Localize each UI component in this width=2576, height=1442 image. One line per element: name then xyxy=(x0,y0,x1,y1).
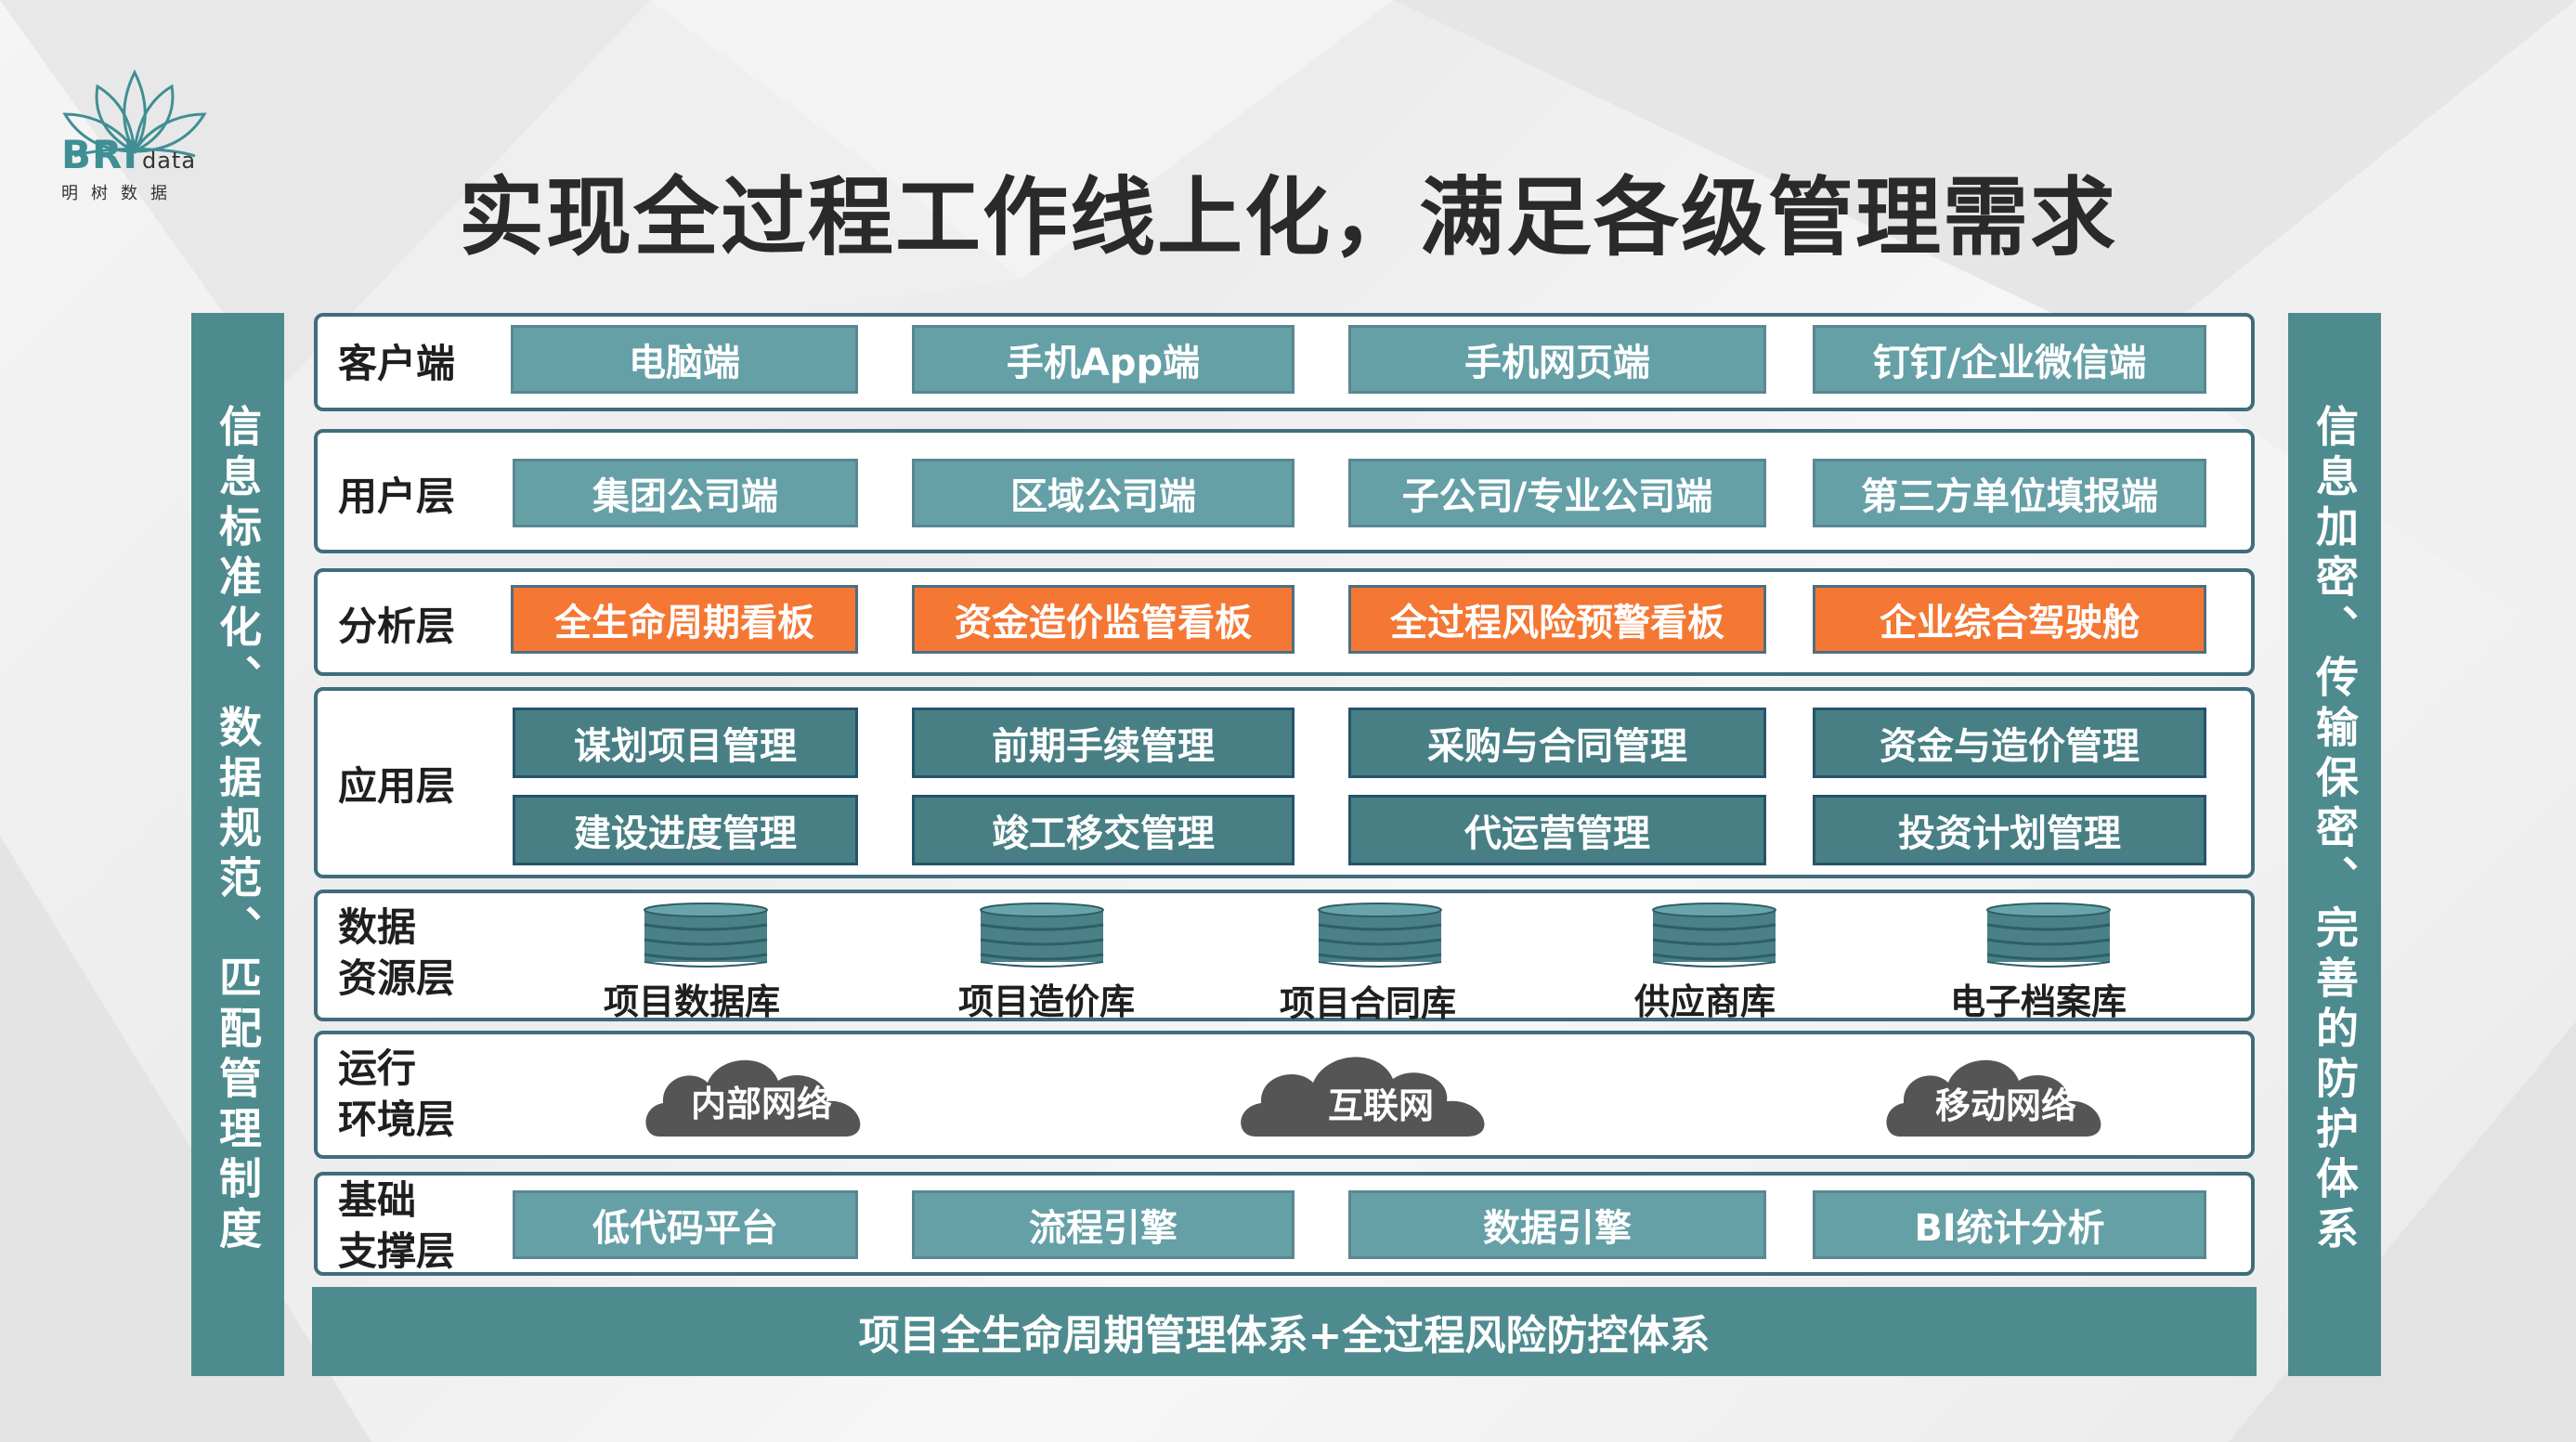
layer-application-label: 应用层 xyxy=(338,763,456,809)
layer-base-label-line1: 基础 xyxy=(338,1177,417,1223)
user-box-1: 集团公司端 xyxy=(513,459,858,527)
analysis-box-2: 资金造价监管看板 xyxy=(912,585,1295,654)
logo-suffix: data xyxy=(141,148,197,174)
application-box-5: 建设进度管理 xyxy=(513,795,858,865)
client-box-1: 电脑端 xyxy=(511,325,858,394)
layer-user-label: 用户层 xyxy=(338,474,456,519)
layer-runtime-label-line1: 运行 xyxy=(338,1046,417,1091)
runtime-label-3: 移动网络 xyxy=(1935,1085,2077,1126)
application-box-4: 资金与造价管理 xyxy=(1813,708,2206,778)
left-side-text: 信息标准化、数据规范、匹配管理制度 xyxy=(213,404,263,1256)
client-box-4: 钉钉/企业微信端 xyxy=(1813,325,2206,394)
application-box-1: 谋划项目管理 xyxy=(513,708,858,778)
right-side-text: 信息加密、传输保密、完善的防护体系 xyxy=(2309,404,2360,1256)
base-box-3: 数据引擎 xyxy=(1348,1190,1766,1259)
base-box-4: BI统计分析 xyxy=(1813,1190,2206,1259)
data-label-2: 项目造价库 xyxy=(958,981,1136,1022)
layer-client: 客户端 电脑端 手机App端 手机网页端 钉钉/企业微信端 xyxy=(314,313,2255,411)
user-box-3: 子公司/专业公司端 xyxy=(1348,459,1766,527)
layer-runtime-label-line2: 环境层 xyxy=(338,1096,456,1142)
layer-base-label: 基础 支撑层 xyxy=(338,1176,455,1277)
footer-banner: 项目全生命周期管理体系+全过程风险防控体系 xyxy=(312,1287,2257,1376)
cloud-icon xyxy=(1241,1057,1485,1137)
layer-analysis-label: 分析层 xyxy=(338,604,456,649)
user-box-4: 第三方单位填报端 xyxy=(1813,459,2206,527)
database-icon xyxy=(980,903,1104,968)
analysis-box-1: 全生命周期看板 xyxy=(511,585,858,654)
cloud-icon xyxy=(1886,1059,2101,1137)
analysis-box-4: 企业综合驾驶舱 xyxy=(1813,585,2206,654)
cloud-icon xyxy=(645,1059,861,1137)
runtime-label-1: 内部网络 xyxy=(691,1084,833,1124)
base-box-1: 低代码平台 xyxy=(513,1190,858,1259)
layer-analysis: 分析层 全生命周期看板 资金造价监管看板 全过程风险预警看板 企业综合驾驶舱 xyxy=(314,568,2255,676)
database-icon xyxy=(1318,903,1442,968)
right-side-bar: 信息加密、传输保密、完善的防护体系 xyxy=(2288,313,2381,1376)
layer-client-label: 客户端 xyxy=(338,341,456,386)
layer-runtime-label: 运行 环境层 xyxy=(338,1044,455,1145)
data-label-4: 供应商库 xyxy=(1634,981,1776,1022)
application-box-3: 采购与合同管理 xyxy=(1348,708,1766,778)
left-side-bar: 信息标准化、数据规范、匹配管理制度 xyxy=(191,313,284,1376)
data-label-1: 项目数据库 xyxy=(604,981,781,1022)
client-box-3: 手机网页端 xyxy=(1348,325,1766,394)
database-icon xyxy=(1652,903,1776,968)
application-box-6: 竣工移交管理 xyxy=(912,795,1295,865)
runtime-label-2: 互联网 xyxy=(1328,1085,1435,1126)
page-title: 实现全过程工作线上化，满足各级管理需求 xyxy=(458,168,2117,267)
logo-icon xyxy=(62,69,207,158)
layer-runtime: 运行 环境层 内部网络 互联网 移动网络 xyxy=(314,1031,2255,1159)
layer-data: 数据 资源层 项目数据库 项目造价库 项目合同库 xyxy=(314,890,2255,1024)
layer-user: 用户层 集团公司端 区域公司端 子公司/专业公司端 第三方单位填报端 xyxy=(314,429,2255,553)
analysis-box-3: 全过程风险预警看板 xyxy=(1348,585,1766,654)
logo-subtitle: 明树数据 xyxy=(61,184,180,203)
layer-base: 基础 支撑层 低代码平台 流程引擎 数据引擎 BI统计分析 xyxy=(314,1172,2255,1276)
base-box-2: 流程引擎 xyxy=(912,1190,1295,1259)
layer-base-label-line2: 支撑层 xyxy=(338,1228,456,1274)
application-box-2: 前期手续管理 xyxy=(912,708,1295,778)
logo-brand: BRI xyxy=(61,132,138,177)
data-label-3: 项目合同库 xyxy=(1280,983,1457,1024)
database-icon xyxy=(1986,903,2111,968)
layer-data-label-line1: 数据 xyxy=(338,904,417,950)
layer-data-label-line2: 资源层 xyxy=(338,955,456,1001)
user-box-2: 区域公司端 xyxy=(912,459,1295,527)
application-box-8: 投资计划管理 xyxy=(1813,795,2206,865)
client-box-2: 手机App端 xyxy=(912,325,1295,394)
database-icon xyxy=(644,903,768,968)
layer-application: 应用层 谋划项目管理 前期手续管理 采购与合同管理 资金与造价管理 建设进度管理… xyxy=(314,687,2255,878)
data-label-5: 电子档案库 xyxy=(1950,981,2127,1022)
application-box-7: 代运营管理 xyxy=(1348,795,1766,865)
layer-data-label: 数据 资源层 xyxy=(338,903,455,1004)
